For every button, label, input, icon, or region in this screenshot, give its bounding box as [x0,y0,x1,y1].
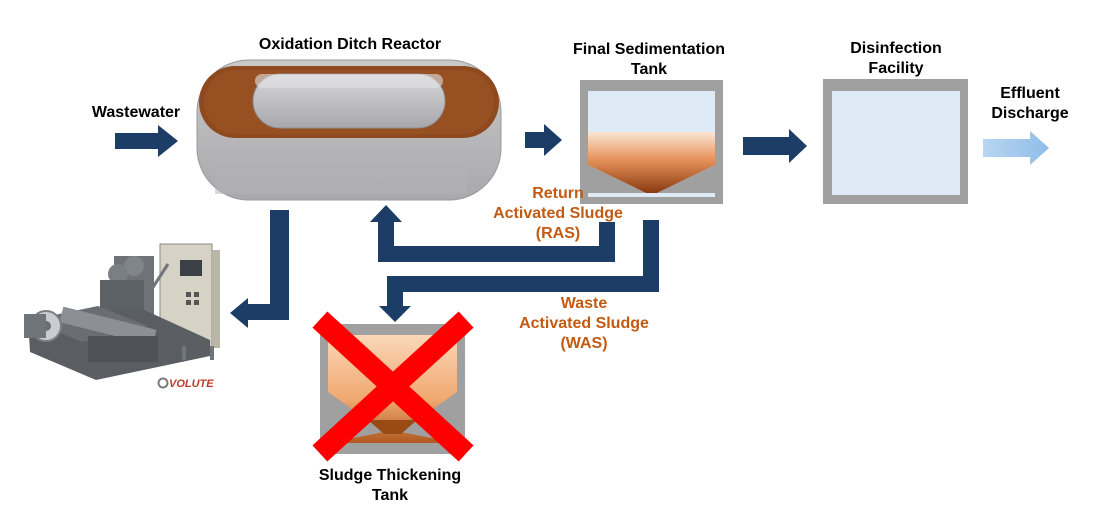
thickening-label: Sludge Thickening Tank [294,466,486,506]
oxidation-ditch-reactor [196,59,502,201]
reactor-label: Oxidation Ditch Reactor [230,35,470,55]
effluent-discharge-arrow [983,131,1049,165]
ras-label-line2: Activated Sludge [493,205,623,222]
wastewater-inflow-arrow [115,125,178,157]
wastewater-label: Wastewater [78,103,194,123]
svg-text:VOLUTE: VOLUTE [169,378,214,390]
sedimentation-label-line2: Tank [630,61,668,78]
cross-out-icon [312,311,474,462]
volute-dewatering-press-image [24,243,220,380]
ras-label: Return Activated Sludge (RAS) [472,184,644,244]
disinfection-label-line1: Disinfection [850,40,942,57]
wastewater-label-text: Wastewater [91,104,181,121]
reactor-to-sedimentation-arrow [525,124,562,156]
disinfection-label-line2: Facility [868,60,924,77]
effluent-label-line1: Effluent [1000,85,1060,102]
disinfection-label: Disinfection Facility [826,39,966,79]
ras-label-line3: (RAS) [535,225,581,242]
ras-label-line1: Return [532,185,584,202]
was-label-line3: (WAS) [560,335,608,352]
sedimentation-label-line1: Final Sedimentation [572,41,725,58]
volute-logo: VOLUTE [157,377,214,390]
sedimentation-tank [580,80,723,204]
reactor-label-text: Oxidation Ditch Reactor [258,36,442,53]
effluent-label-line2: Discharge [991,105,1069,122]
effluent-label: Effluent Discharge [980,84,1080,124]
thickening-label-line2: Tank [371,487,409,504]
ras-return-arrow [370,205,615,262]
sedimentation-label: Final Sedimentation Tank [556,40,742,80]
flow-arrows [115,124,807,328]
thickening-label-line1: Sludge Thickening [318,467,462,484]
was-label-line1: Waste [560,295,608,312]
was-label: Waste Activated Sludge (WAS) [498,294,670,354]
disinfection-tank [823,79,968,204]
sedimentation-to-disinfection-arrow [743,129,807,163]
was-label-line2: Activated Sludge [519,315,649,332]
reactor-to-dewatering-arrow [230,210,289,328]
